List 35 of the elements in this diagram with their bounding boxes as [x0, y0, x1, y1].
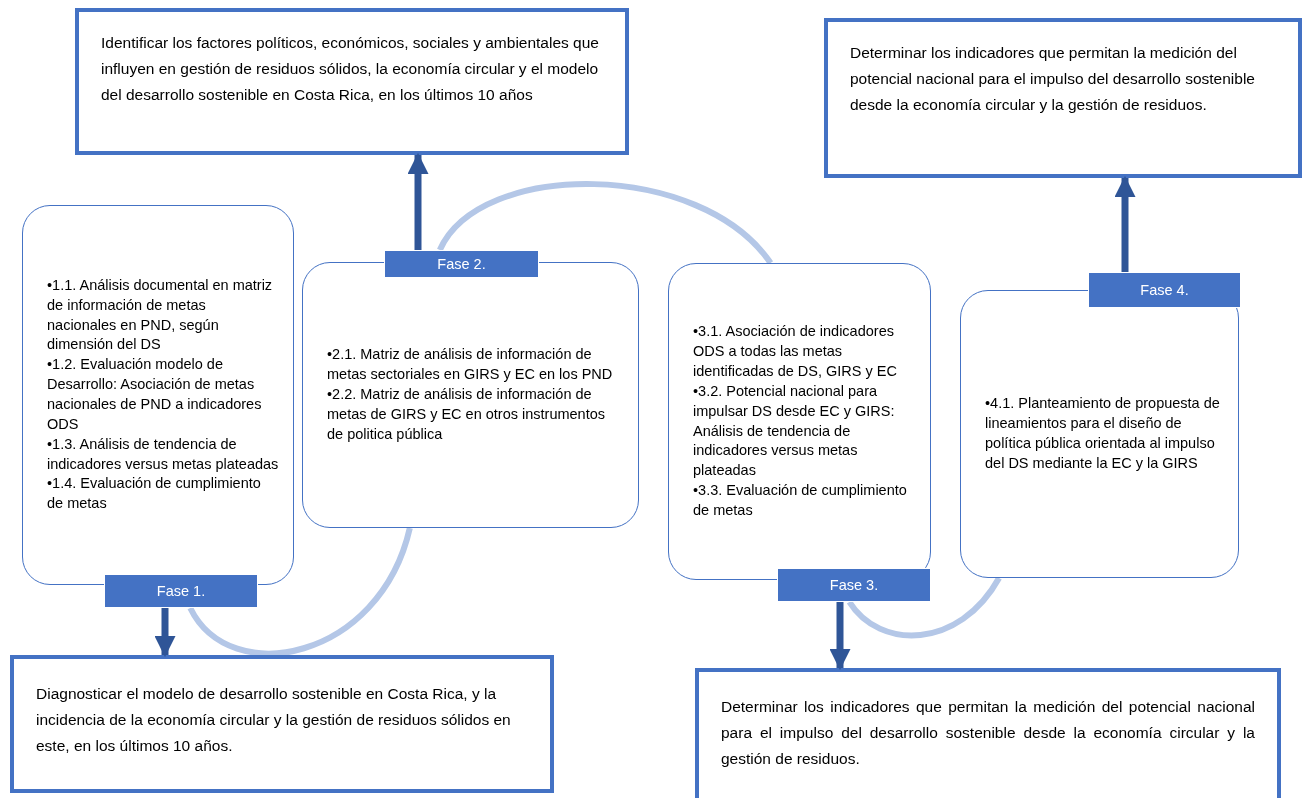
- list-item: •1.4. Evaluación de cumplimiento de metas: [47, 474, 262, 514]
- curved-connector: [187, 527, 413, 656]
- phase-card: [668, 263, 931, 580]
- objective-text: Diagnosticar el modelo de desarrollo sostenible en Costa Rica, y la incidencia de la economía circular y la gestión de residuos sólidos en este, en los últimos 10 años.: [36, 684, 512, 757]
- objective-box: [10, 655, 554, 793]
- phase-label: Fase 1.: [156, 583, 206, 599]
- list-item: •4.1. Planteamiento de propuesta de lineamientos para el diseño de política pública orientada al impulso del DS mediante la EC y la GIRS: [985, 394, 1221, 473]
- block-arrow: [154, 608, 176, 658]
- phase-label: Fase 3.: [829, 577, 879, 593]
- block-arrow: [829, 602, 851, 671]
- phase-bar: [104, 574, 258, 608]
- list-item: •3.2. Potencial nacional para impulsar DS desde EC y GIRS: Análisis de tendencia de indicadores versus metas plateadas: [693, 381, 896, 481]
- objective-box: [824, 18, 1302, 178]
- list-item: •3.1. Asociación de indicadores ODS a todas las metas identificadas de DS, GIRS y EC: [693, 322, 898, 381]
- curved-connector: [847, 576, 1002, 639]
- list-item: •1.1. Análisis documental en matriz de información de metas nacionales en PND, según dimensión del DS: [47, 275, 274, 355]
- list-item: •1.2. Evaluación modelo de Desarrollo: Asociación de metas nacionales de PND a indicadores ODS: [47, 355, 263, 434]
- block-arrow: [407, 152, 429, 250]
- objective-text: Determinar los indicadores que permitan la medición del potencial nacional para el impulso del desarrollo sostenible desde la economía circular y la gestión de residuos.: [721, 697, 1255, 770]
- phase-label: Fase 4.: [1140, 282, 1189, 298]
- objective-text: Determinar los indicadores que permitan la medición del potencial nacional para el impulso del desarrollo sostenible desde la economía circular y la gestión de residuos.: [850, 43, 1256, 116]
- phase-bar: [777, 568, 931, 602]
- block-arrow: [1114, 175, 1136, 272]
- list-item: •2.1. Matriz de análisis de información de metas sectoriales en GIRS y EC en los PND: [327, 345, 614, 385]
- objective-box: [695, 668, 1281, 798]
- phase-card: [22, 205, 294, 585]
- phase-label: Fase 2.: [437, 256, 486, 272]
- list-item: •1.3. Análisis de tendencia de indicadores versus metas plateadas: [47, 434, 279, 474]
- objective-box: [75, 8, 629, 155]
- list-item: •3.3. Evaluación de cumplimiento de metas: [693, 481, 908, 520]
- phase-bar: [384, 250, 539, 278]
- phase-bar: [1088, 272, 1241, 308]
- list-item: •2.2. Matriz de análisis de información de metas de GIRS y EC en otros instrumentos de politica pública: [327, 385, 607, 444]
- objective-text: Identificar los factores políticos, económicos, sociales y ambientales que influyen en gestión de residuos sólidos, la economía circular y el modelo del desarrollo sostenible en Costa Rica, en los últimos 10 años: [101, 33, 600, 106]
- curved-connector: [437, 181, 773, 265]
